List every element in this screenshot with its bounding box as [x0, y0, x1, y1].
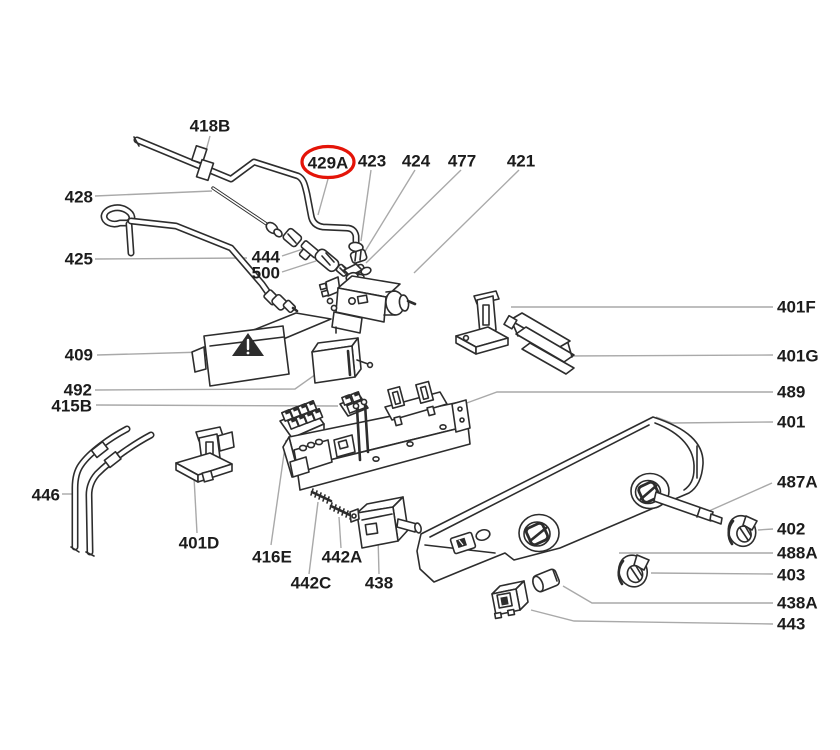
- part-label-421[interactable]: 421: [507, 152, 535, 171]
- leader-401G: [562, 354, 774, 357]
- part-label-425[interactable]: 425: [65, 250, 93, 269]
- part-label-443[interactable]: 443: [777, 615, 805, 634]
- part-label-428[interactable]: 428: [65, 188, 93, 207]
- leader-477: [365, 169, 462, 264]
- thermocouple-tubes-446: [70, 425, 155, 557]
- leader-403: [650, 572, 774, 575]
- leader-409: [96, 351, 205, 356]
- leader-401: [655, 416, 774, 424]
- part-label-415B[interactable]: 415B: [51, 397, 92, 416]
- gas-pipe-425: [100, 204, 299, 314]
- leader-421: [413, 169, 520, 274]
- fitting-nut-423: [349, 248, 368, 264]
- gas-valve-421: [318, 263, 417, 334]
- part-label-438[interactable]: 438: [365, 574, 393, 593]
- gas-pipe-418b-429a: [133, 136, 364, 253]
- part-label-429A[interactable]: 429A: [308, 154, 349, 173]
- leader-443: [530, 609, 774, 625]
- part-label-402[interactable]: 402: [777, 520, 805, 539]
- part-label-492[interactable]: 492: [64, 381, 92, 400]
- part-label-401D[interactable]: 401D: [179, 534, 220, 553]
- part-label-487A[interactable]: 487A: [777, 473, 818, 492]
- control-panel-401: [416, 416, 723, 583]
- support-bracket-401d: [175, 426, 235, 483]
- part-label-418B[interactable]: 418B: [190, 117, 231, 136]
- oval-hole: [475, 528, 491, 542]
- leader-416E: [270, 439, 287, 546]
- leader-424: [363, 169, 416, 254]
- leader-402: [757, 528, 774, 531]
- knob-bezel-left: [518, 513, 560, 553]
- leader-492: [94, 371, 320, 391]
- leader-401D: [193, 476, 198, 534]
- button-438a: [532, 568, 561, 593]
- leader-428: [94, 190, 213, 197]
- part-label-401F[interactable]: 401F: [777, 298, 816, 317]
- support-bracket-401f: [455, 290, 509, 355]
- leader-lines: [62, 135, 774, 625]
- fixing-pins: [352, 398, 370, 462]
- leader-438A: [562, 585, 773, 604]
- clip-bracket: [384, 380, 448, 427]
- part-label-444[interactable]: 444: [252, 248, 281, 267]
- switch-box-492: [311, 337, 374, 384]
- part-label-442C[interactable]: 442C: [291, 574, 332, 593]
- warning-triangle-icon: [232, 333, 264, 356]
- capillary-428: [211, 186, 353, 279]
- knob-402: [727, 514, 758, 548]
- mounting-rail-401g: [503, 312, 575, 375]
- part-label-416E[interactable]: 416E: [252, 548, 292, 567]
- part-label-442A[interactable]: 442A: [322, 548, 363, 567]
- knob-403: [617, 554, 650, 588]
- pipe-clip-418b: [190, 144, 215, 182]
- part-label-446[interactable]: 446: [32, 486, 60, 505]
- cover-plate-409: [191, 312, 332, 387]
- leader-487A: [708, 482, 773, 512]
- leader-429A: [317, 178, 329, 216]
- leader-415B: [95, 404, 339, 407]
- leader-425: [94, 257, 248, 260]
- chassis-489: [282, 380, 471, 491]
- leader-489: [463, 391, 773, 405]
- knob-shaft-487a: [653, 491, 723, 525]
- leader-500: [281, 260, 317, 273]
- part-label-424[interactable]: 424: [402, 152, 431, 171]
- leader-442C: [308, 501, 319, 575]
- union-nut: [282, 227, 303, 248]
- function-slot: [449, 531, 477, 555]
- part-label-409[interactable]: 409: [65, 346, 93, 365]
- part-label-500[interactable]: 500: [252, 264, 280, 283]
- screw-442c: [310, 488, 333, 504]
- leader-423: [360, 169, 372, 242]
- knob-bezel-right: [630, 472, 670, 510]
- terminal-block-416e: [279, 399, 325, 447]
- part-label-488A[interactable]: 488A: [777, 544, 818, 563]
- ignition-module: [289, 438, 333, 478]
- part-label-401G[interactable]: 401G: [777, 347, 819, 366]
- switch-438: [349, 496, 422, 549]
- valve-body-500: [314, 248, 353, 279]
- highlight-ellipse-429a: [300, 144, 356, 180]
- leader-442A: [338, 516, 342, 549]
- part-label-423[interactable]: 423: [358, 152, 386, 171]
- part-label-477[interactable]: 477: [448, 152, 476, 171]
- part-label-438A[interactable]: 438A: [777, 594, 818, 613]
- part-label-489[interactable]: 489: [777, 383, 805, 402]
- part-label-403[interactable]: 403: [777, 566, 805, 585]
- switch-443: [491, 580, 529, 620]
- leader-444: [281, 248, 304, 257]
- part-label-401[interactable]: 401: [777, 413, 805, 432]
